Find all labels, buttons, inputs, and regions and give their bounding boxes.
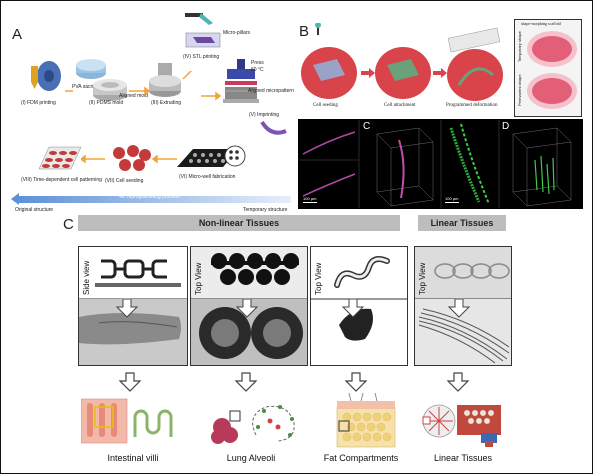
fdm-printer-icon — [31, 61, 61, 91]
villi-column: Side view — [78, 246, 188, 366]
tissue-label-villi: Intestinal villi — [107, 453, 159, 463]
view-label-4: Top View — [418, 262, 427, 295]
process-arrows-bottom — [81, 154, 177, 164]
view-label-3: Top View — [314, 262, 323, 295]
microscopy-panel: C D 100 µm 100 µm — [298, 119, 583, 209]
time-dependent-patterning-icon — [38, 146, 82, 170]
panel-c-letter: C — [63, 216, 74, 233]
view-label-2: Top View — [194, 262, 203, 295]
panel-bc-letter: C — [363, 121, 371, 132]
panel-bd-letter: D — [502, 121, 510, 132]
microwell-icon — [177, 149, 239, 167]
imprinting-press-icon — [223, 59, 259, 103]
step-fdm-label: (I) FDM printing — [21, 100, 56, 106]
inset-title: shape-morphing scaffold — [521, 21, 561, 26]
scaffold-steps-illustration — [301, 23, 503, 101]
nonlinear-tissues-header: Non-linear Tissues — [78, 215, 400, 231]
step-extruding-label: (III) Extruding — [151, 100, 182, 106]
temperature-label: 60 °C — [251, 67, 264, 73]
scale-label-c: 100 µm — [303, 196, 317, 201]
scale-label-d: 100 µm — [445, 196, 459, 201]
b-step-attachment-label: Cell attachment — [384, 103, 416, 108]
alveoli-column: Top View — [190, 246, 308, 366]
scale-bar-c — [303, 202, 317, 203]
fat-column: Top View — [310, 246, 408, 366]
temporary-structure-label: Temporary structure — [243, 207, 288, 213]
step-microwell-label: (VI) Micro-well fabrication — [179, 174, 236, 180]
process-arrows-top — [65, 71, 222, 101]
aligned-mold-label: Aligned mold — [119, 93, 148, 99]
step-stl-label: (IV) STL printing — [183, 54, 220, 60]
reprogramming-arrow — [11, 193, 291, 205]
extruder-icon — [149, 63, 181, 97]
panel-a-letter: A — [12, 26, 23, 43]
lung-alveoli-icon — [211, 405, 295, 444]
fat-compartments-icon — [336, 393, 396, 448]
linear-column: Top View — [414, 246, 512, 366]
pva-template-icon — [76, 59, 106, 79]
aligned-micropattern-label: Aligned micropattern — [248, 88, 294, 94]
original-structure-label: Original structure — [15, 207, 54, 213]
inset-permanent-label: Permanent shape — [517, 74, 522, 106]
microscopy-images — [299, 120, 572, 208]
tissue-label-linear: Linear Tissues — [433, 453, 493, 463]
inset-temporary-label: Temporary shape — [517, 31, 522, 62]
view-label-1: Side view — [82, 260, 91, 295]
linear-tissues-header: Linear Tissues — [418, 215, 506, 231]
microwell-magnified-icon — [224, 145, 246, 167]
micropillars-label: Micro-pillars — [223, 30, 250, 36]
intestinal-villi-icon — [81, 398, 173, 444]
press-label: Press — [251, 60, 264, 66]
step-imprinting-label: (V) Imprinting — [249, 112, 280, 118]
stl-printer-icon — [185, 13, 221, 48]
step-timedep-label: (VIII) Time-dependent cell patterning — [21, 177, 102, 183]
curved-scaffold-icon — [260, 120, 287, 135]
step-seeding-label: (VII) Cell seeding — [105, 178, 144, 184]
tissue-label-fat: Fat Compartments — [323, 453, 399, 463]
shape-morphing-inset: shape-morphing scaffold Temporary shape … — [514, 19, 582, 117]
step-pdms-label: (II) PDMS mold — [89, 100, 124, 106]
pdms-mold-icon — [93, 79, 127, 101]
panel-b-letter: B — [299, 23, 310, 40]
tissue-label-alveoli: Lung Alveoli — [226, 453, 276, 463]
b-step-seeding-label: Cell seeding — [313, 103, 338, 108]
linear-tissues-icon — [422, 404, 501, 447]
b-step-deformation-label: Programmed deformation — [446, 103, 498, 108]
cell-seeding-icon — [113, 145, 151, 171]
tissue-arrows — [118, 372, 470, 392]
scale-bar-d — [445, 202, 459, 203]
reprogramming-label: 4D reprogramming process — [119, 194, 180, 200]
